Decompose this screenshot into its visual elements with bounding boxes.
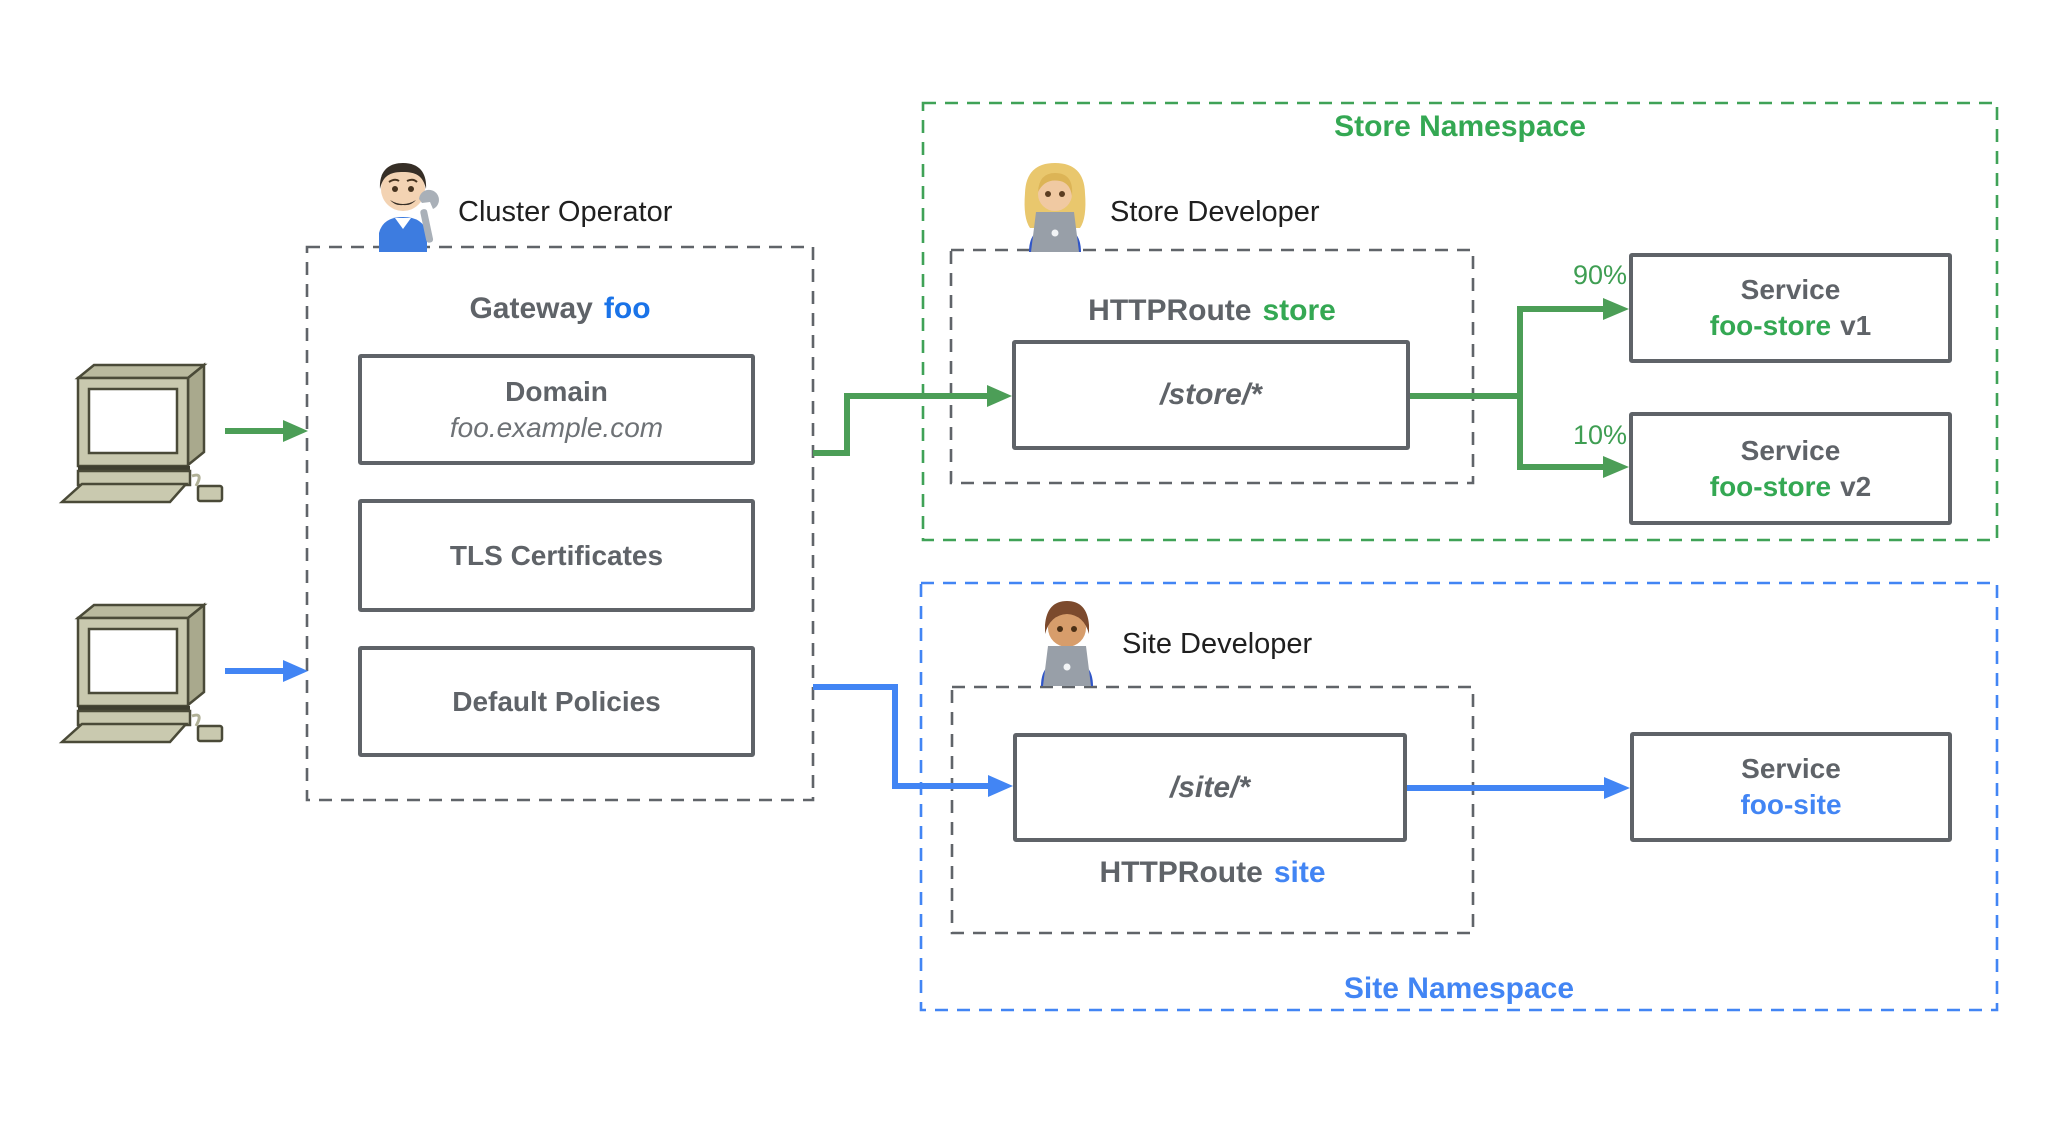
- laptop-icon: [1043, 646, 1091, 686]
- traffic-weight-90-label: 90%: [1572, 260, 1628, 290]
- site-route-to-service-arrow: [1407, 777, 1630, 799]
- service-foo-site-box: Service foo-site: [1630, 732, 1952, 842]
- desktop-computer-icon: [58, 602, 224, 744]
- service-foo-store-v1-box: Service foo-store v1: [1629, 253, 1952, 363]
- desktop-computer-icon: [58, 362, 224, 504]
- service-name: foo-store: [1709, 310, 1832, 341]
- client2-to-gateway-arrow: [225, 660, 308, 682]
- httproute-store-title: HTTPRoute store: [951, 294, 1473, 328]
- service-title: Service: [1740, 434, 1841, 466]
- httproute-site-title: HTTPRoute site: [952, 856, 1473, 890]
- store-route-rule: /store/*: [1160, 378, 1262, 411]
- domain-box-value: foo.example.com: [449, 411, 664, 443]
- traffic-weight-10-label: 10%: [1572, 420, 1628, 450]
- man-mechanic-emoji: [379, 163, 439, 252]
- site-developer-label: Site Developer: [1122, 628, 1313, 660]
- httproute-store-title-name: store: [1262, 294, 1336, 327]
- cluster-operator-label: Cluster Operator: [458, 196, 673, 228]
- site-namespace-label: Site Namespace: [1343, 972, 1575, 1005]
- site-route-rule: /site/*: [1169, 770, 1251, 804]
- gateway-title: Gateway foo: [307, 292, 813, 326]
- gateway-title-prefix: Gateway: [469, 292, 593, 325]
- httproute-site-title-name: site: [1273, 856, 1326, 889]
- service-name: foo-store: [1709, 470, 1832, 502]
- policies-box-title: Default Policies: [452, 685, 661, 717]
- wrench-icon: [419, 189, 439, 243]
- gateway-to-site-route-arrow: [813, 684, 1013, 797]
- domain-box-title: Domain: [505, 375, 608, 407]
- store-route-rule-box: /store/*: [1012, 340, 1410, 450]
- gateway-domain-box: Domain foo.example.com: [358, 354, 755, 465]
- laptop-icon: [1031, 212, 1079, 252]
- service-title: Service: [1740, 274, 1841, 305]
- service-version: v1: [1840, 310, 1872, 341]
- service-version: v2: [1840, 470, 1872, 502]
- httproute-site-title-prefix: HTTPRoute: [1099, 856, 1263, 889]
- woman-technologist-emoji: [1024, 163, 1086, 252]
- gateway-tls-box: TLS Certificates: [358, 499, 755, 612]
- httproute-store-title-prefix: HTTPRoute: [1088, 294, 1252, 327]
- gateway-policies-box: Default Policies: [358, 646, 755, 757]
- gateway-title-name: foo: [603, 292, 651, 325]
- service-title: Service: [1741, 753, 1841, 784]
- store-developer-label: Store Developer: [1110, 196, 1320, 228]
- service-name: foo-site: [1740, 789, 1842, 820]
- site-route-rule-box: /site/*: [1013, 733, 1407, 842]
- tls-box-title: TLS Certificates: [449, 539, 664, 571]
- gateway-to-store-route-arrow: [813, 385, 1012, 456]
- store-namespace-label: Store Namespace: [1334, 110, 1586, 143]
- man-technologist-emoji: [1041, 601, 1093, 686]
- client1-to-gateway-arrow: [225, 420, 308, 442]
